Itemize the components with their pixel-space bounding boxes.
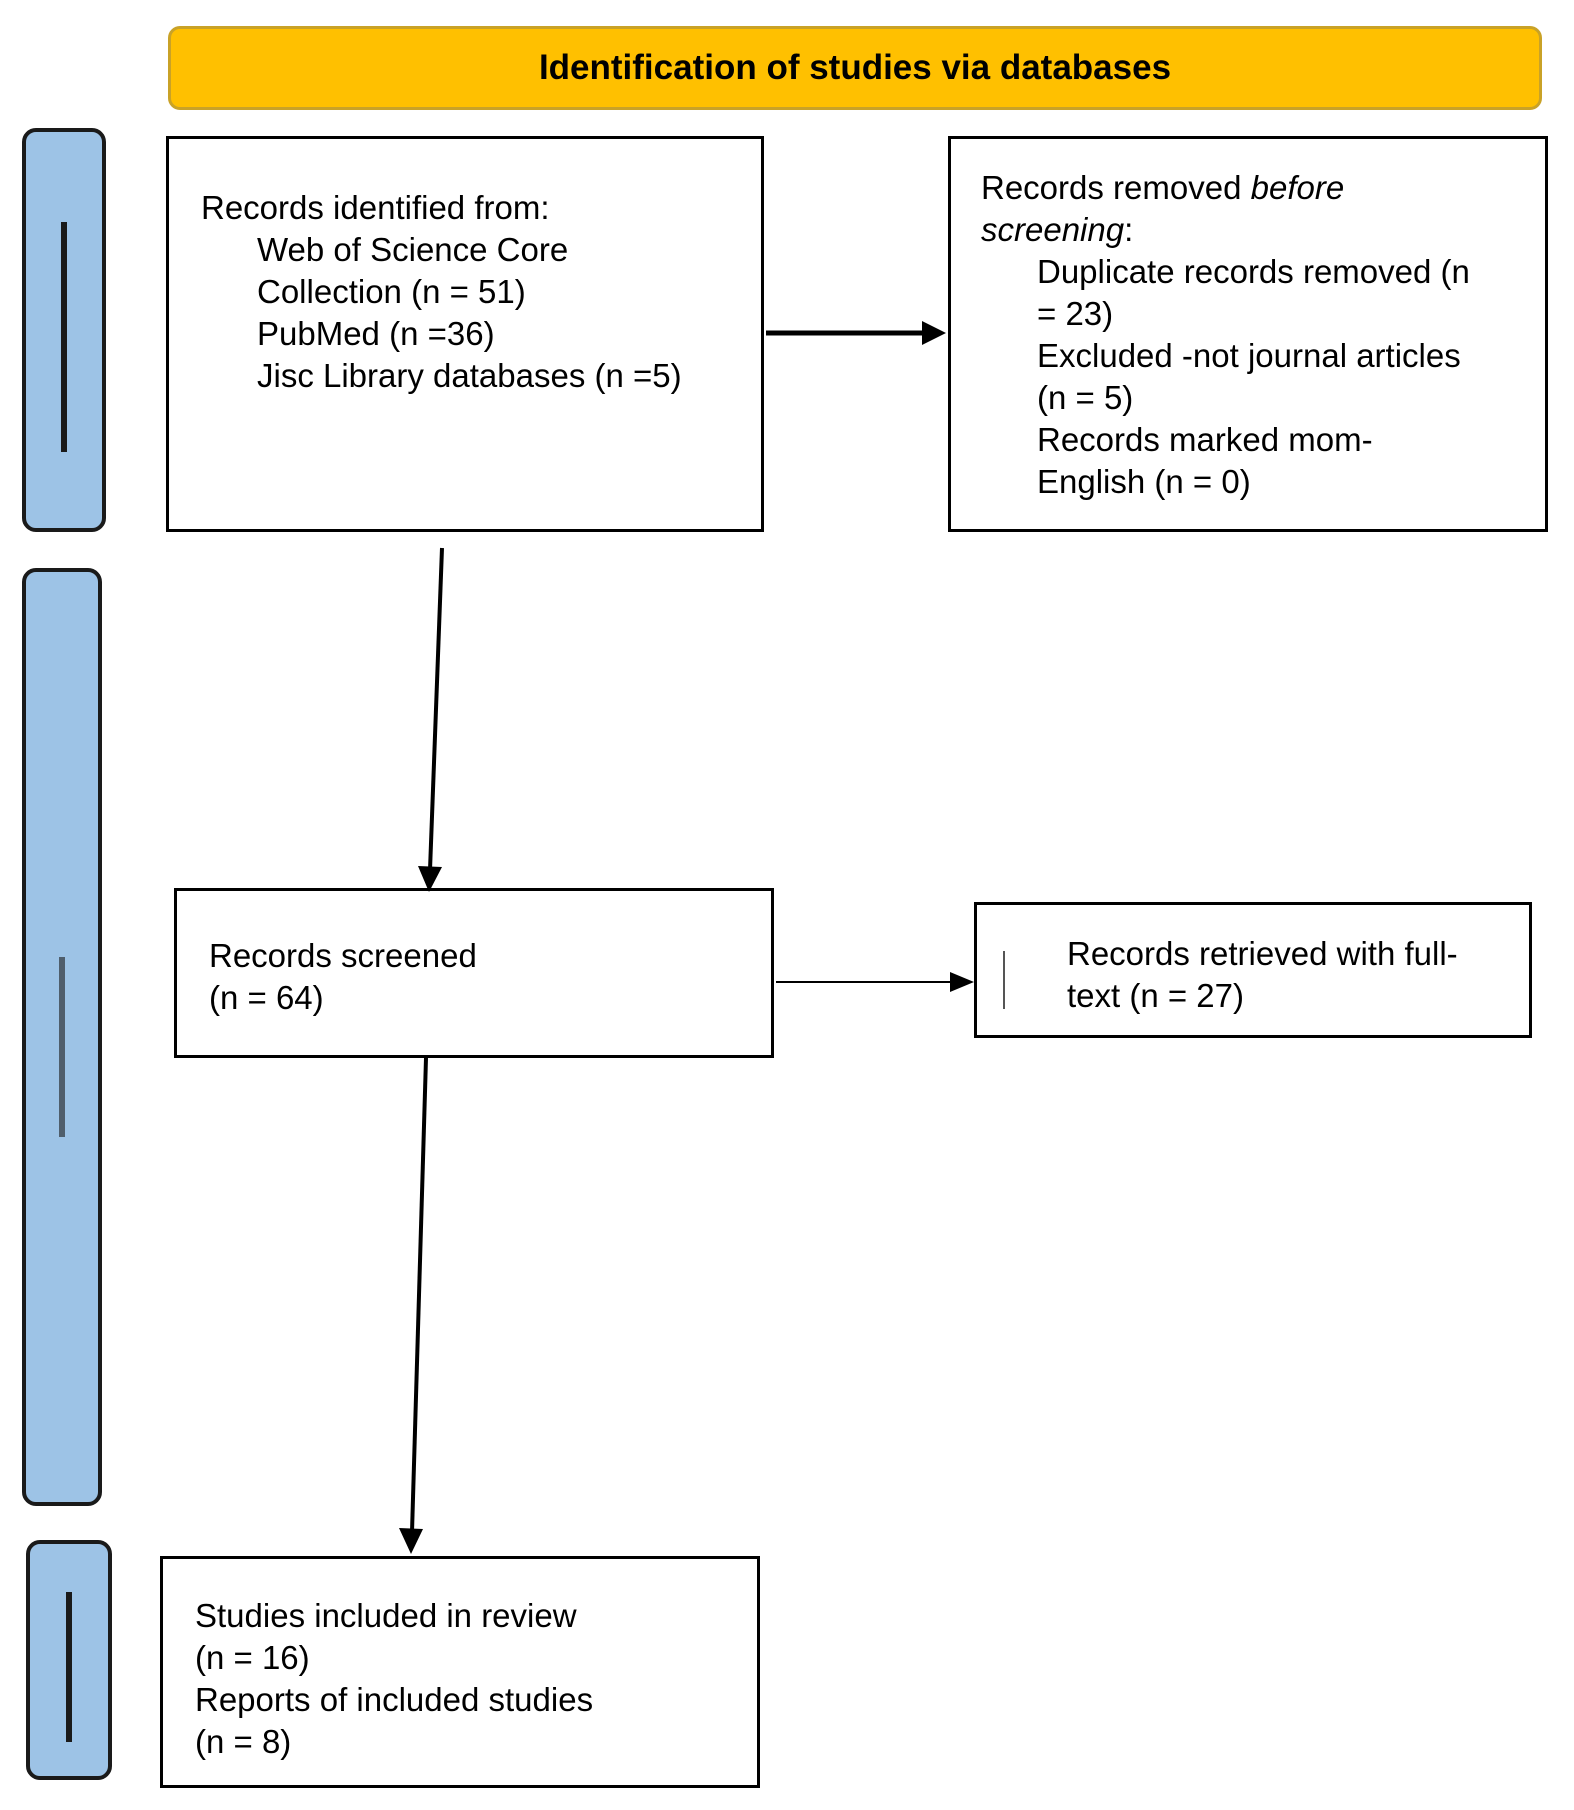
- removed-line: English (n = 0): [1037, 463, 1251, 500]
- removed-line: Excluded -not journal articles: [1037, 337, 1461, 374]
- heading-suffix: :: [1124, 211, 1134, 248]
- arrow-identified-to-removed: [766, 321, 946, 345]
- arrow-screened-to-included: [399, 1057, 428, 1554]
- retrieved-line: text (n = 27): [1067, 977, 1245, 1014]
- screened-line: (n = 64): [209, 979, 324, 1016]
- source-line: Collection (n = 51): [257, 273, 526, 310]
- phase-identification-mark: [61, 222, 67, 452]
- removed-line: = 23): [1037, 295, 1114, 332]
- source-line: Web of Science Core: [257, 231, 569, 268]
- screened-line: Records screened: [209, 937, 477, 974]
- records-removed-heading-cont: screening:: [981, 209, 1545, 251]
- heading-italic-before: before: [1250, 169, 1345, 206]
- records-retrieved-box: Records retrieved with full- text (n = 2…: [974, 902, 1532, 1038]
- text-cursor-mark: [1003, 951, 1005, 1009]
- header-banner: Identification of studies via databases: [168, 26, 1542, 110]
- included-line: (n = 16): [195, 1639, 310, 1676]
- removed-line: Duplicate records removed (n: [1037, 253, 1470, 290]
- phase-identification-bar: [22, 128, 106, 532]
- records-screened-box: Records screened (n = 64): [174, 888, 774, 1058]
- phase-screening-bar: [22, 568, 102, 1506]
- heading-prefix: Records removed: [981, 169, 1251, 206]
- records-identified-box: Records identified from: Web of Science …: [166, 136, 764, 532]
- records-removed-box: Records removed before screening: Duplic…: [948, 136, 1548, 532]
- heading-italic-screening: screening: [981, 211, 1125, 248]
- arrow-identified-to-screened: [418, 547, 444, 892]
- records-removed-heading: Records removed before: [981, 167, 1545, 209]
- header-title: Identification of studies via databases: [538, 48, 1172, 87]
- removed-line: Records marked mom-: [1037, 421, 1373, 458]
- source-line: Jisc Library databases (n =5): [257, 357, 682, 394]
- included-line: (n = 8): [195, 1723, 292, 1760]
- removed-line: (n = 5): [1037, 379, 1134, 416]
- included-line: Studies included in review: [195, 1597, 577, 1634]
- phase-screening-mark: [59, 957, 65, 1137]
- included-line: Reports of included studies: [195, 1681, 594, 1718]
- arrow-screened-to-retrieved: [776, 972, 974, 992]
- phase-included-bar: [26, 1540, 112, 1780]
- studies-included-box: Studies included in review (n = 16) Repo…: [160, 1556, 760, 1788]
- phase-included-mark: [66, 1592, 72, 1742]
- source-line: PubMed (n =36): [257, 315, 495, 352]
- retrieved-line: Records retrieved with full-: [1067, 935, 1458, 972]
- records-identified-heading: Records identified from:: [201, 189, 550, 226]
